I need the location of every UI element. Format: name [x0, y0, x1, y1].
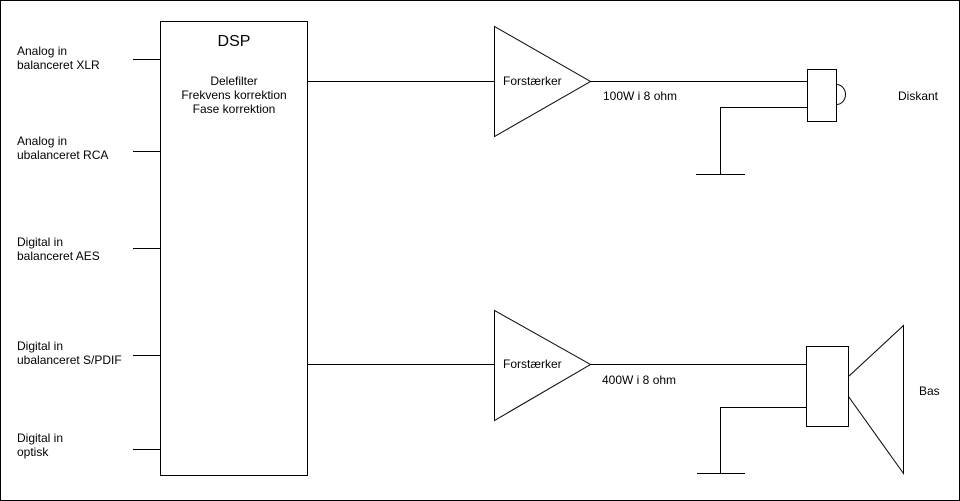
- input-label-line: balanceret AES: [17, 249, 100, 263]
- tweeter-body: [807, 69, 837, 122]
- dsp-function: Frekvens korrektion: [181, 88, 287, 102]
- dsp-function: Fase korrektion: [192, 102, 276, 116]
- tweeter-label: Diskant: [898, 89, 939, 103]
- input-label-line: Digital in: [17, 339, 64, 353]
- tweeter-ground-wire: [720, 107, 807, 174]
- amplifier2-label: Forstærker: [503, 357, 562, 371]
- dsp-block: [160, 21, 308, 476]
- woofer-ground-wire: [720, 407, 806, 473]
- woofer-cone: [848, 324, 904, 476]
- amplifier2-triangle: [494, 309, 592, 422]
- amplifier2-power: 400W i 8 ohm: [602, 373, 677, 387]
- input-label-xlr: Analog in balanceret XLR: [17, 44, 100, 72]
- input-label-spdif: Digital in ubalanceret S/PDIF: [17, 339, 122, 367]
- input-label-optical: Digital in optisk: [17, 431, 63, 459]
- amplifier1-label: Forstærker: [503, 74, 562, 88]
- input-label-line: balanceret XLR: [17, 58, 100, 72]
- amplifier1-power: 100W i 8 ohm: [603, 89, 678, 103]
- input-label-line: optisk: [17, 445, 49, 459]
- dsp-title: DSP: [217, 33, 251, 50]
- dsp-function: Delefilter: [210, 74, 258, 88]
- input-label-line: Digital in: [17, 235, 64, 249]
- tweeter-dome: [836, 84, 846, 105]
- input-label-line: ubalanceret RCA: [17, 148, 109, 162]
- input-label-aes: Digital in balanceret AES: [17, 235, 100, 263]
- amplifier1-triangle: [494, 25, 592, 138]
- input-label-line: Analog in: [17, 134, 68, 148]
- input-label-line: ubalanceret S/PDIF: [17, 353, 122, 367]
- input-label-line: Digital in: [17, 431, 64, 445]
- woofer-label: Bas: [919, 384, 940, 398]
- input-label-rca: Analog in ubalanceret RCA: [17, 134, 108, 162]
- dsp-function-list: Delefilter Frekvens korrektion Fase korr…: [161, 74, 307, 116]
- woofer-magnet: [806, 346, 849, 427]
- input-label-line: Analog in: [17, 44, 68, 58]
